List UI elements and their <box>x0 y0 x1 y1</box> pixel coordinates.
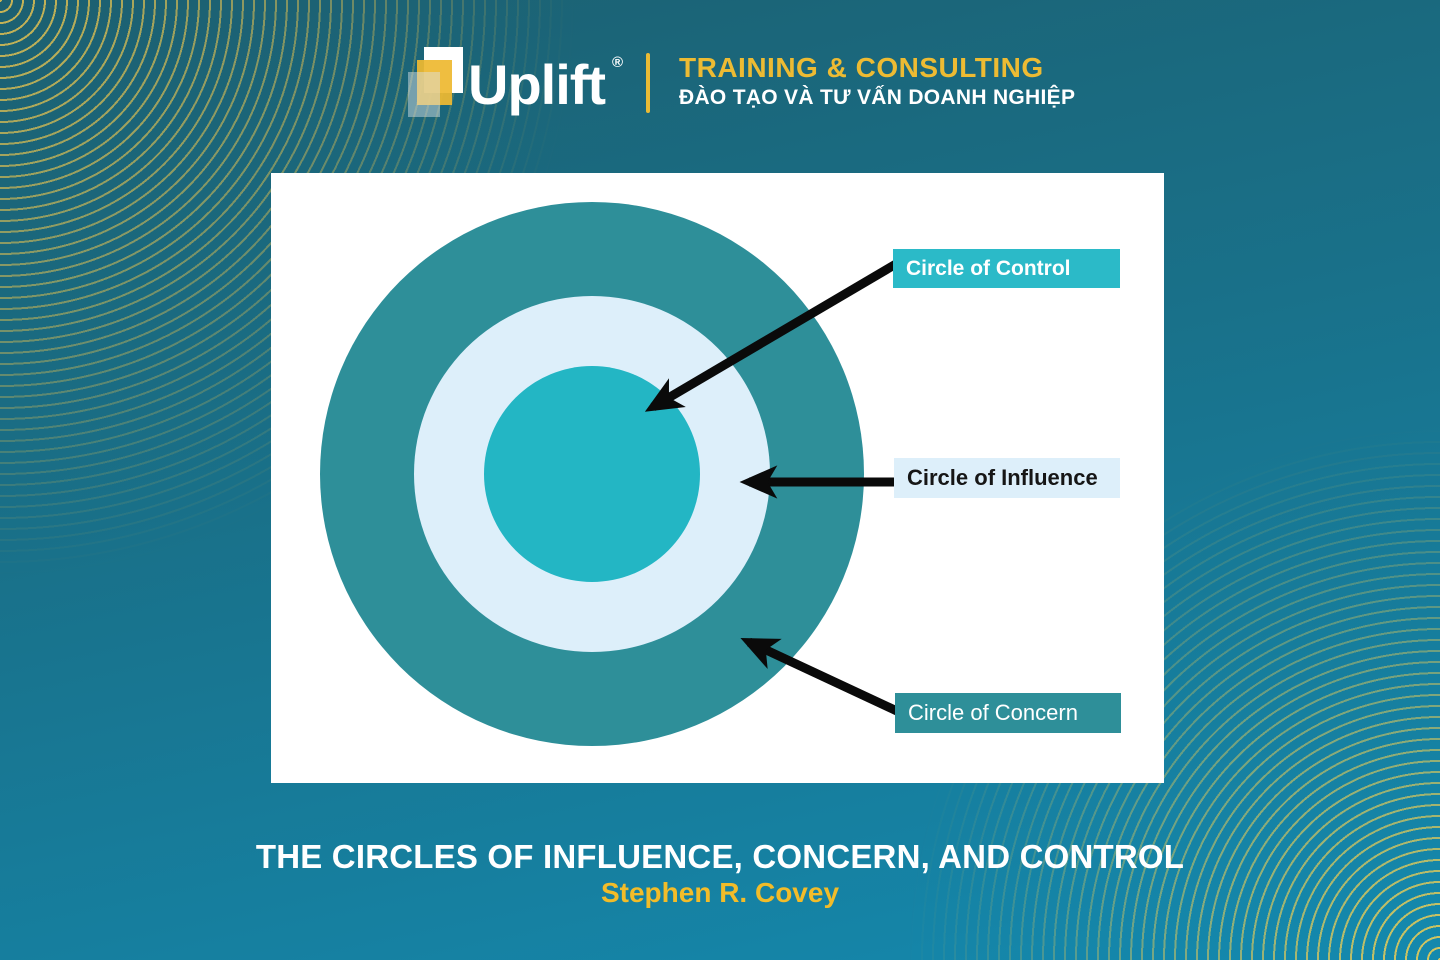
registered-trademark-symbol: ® <box>612 54 624 71</box>
label-circle-of-control: Circle of Control <box>893 249 1120 288</box>
arrow-control <box>644 257 904 412</box>
author-name: Stephen R. Covey <box>600 877 840 908</box>
uplift-logo-icon <box>405 45 467 121</box>
logo-square-gold <box>417 60 452 105</box>
brand-name: Uplift <box>468 53 606 116</box>
label-circle-of-control-text: Circle of Control <box>906 256 1071 280</box>
callout-arrows <box>644 257 904 717</box>
logo-square-gray <box>408 72 440 117</box>
tagline-secondary: ĐÀO TẠO VÀ TƯ VẤN DOANH NGHIỆP <box>679 86 1076 109</box>
label-circle-of-influence-text: Circle of Influence <box>907 465 1098 490</box>
diagram-card: Circle of Control Circle of Influence Ci… <box>271 173 1164 783</box>
header-divider <box>646 53 650 113</box>
label-circle-of-influence: Circle of Influence <box>894 458 1120 498</box>
tagline-primary: TRAINING & CONSULTING <box>679 52 1044 83</box>
arrow-concern <box>740 637 901 717</box>
label-circle-of-concern-text: Circle of Concern <box>908 700 1078 725</box>
page-title: THE CIRCLES OF INFLUENCE, CONCERN, AND C… <box>255 838 1185 875</box>
label-circle-of-concern: Circle of Concern <box>895 693 1121 733</box>
